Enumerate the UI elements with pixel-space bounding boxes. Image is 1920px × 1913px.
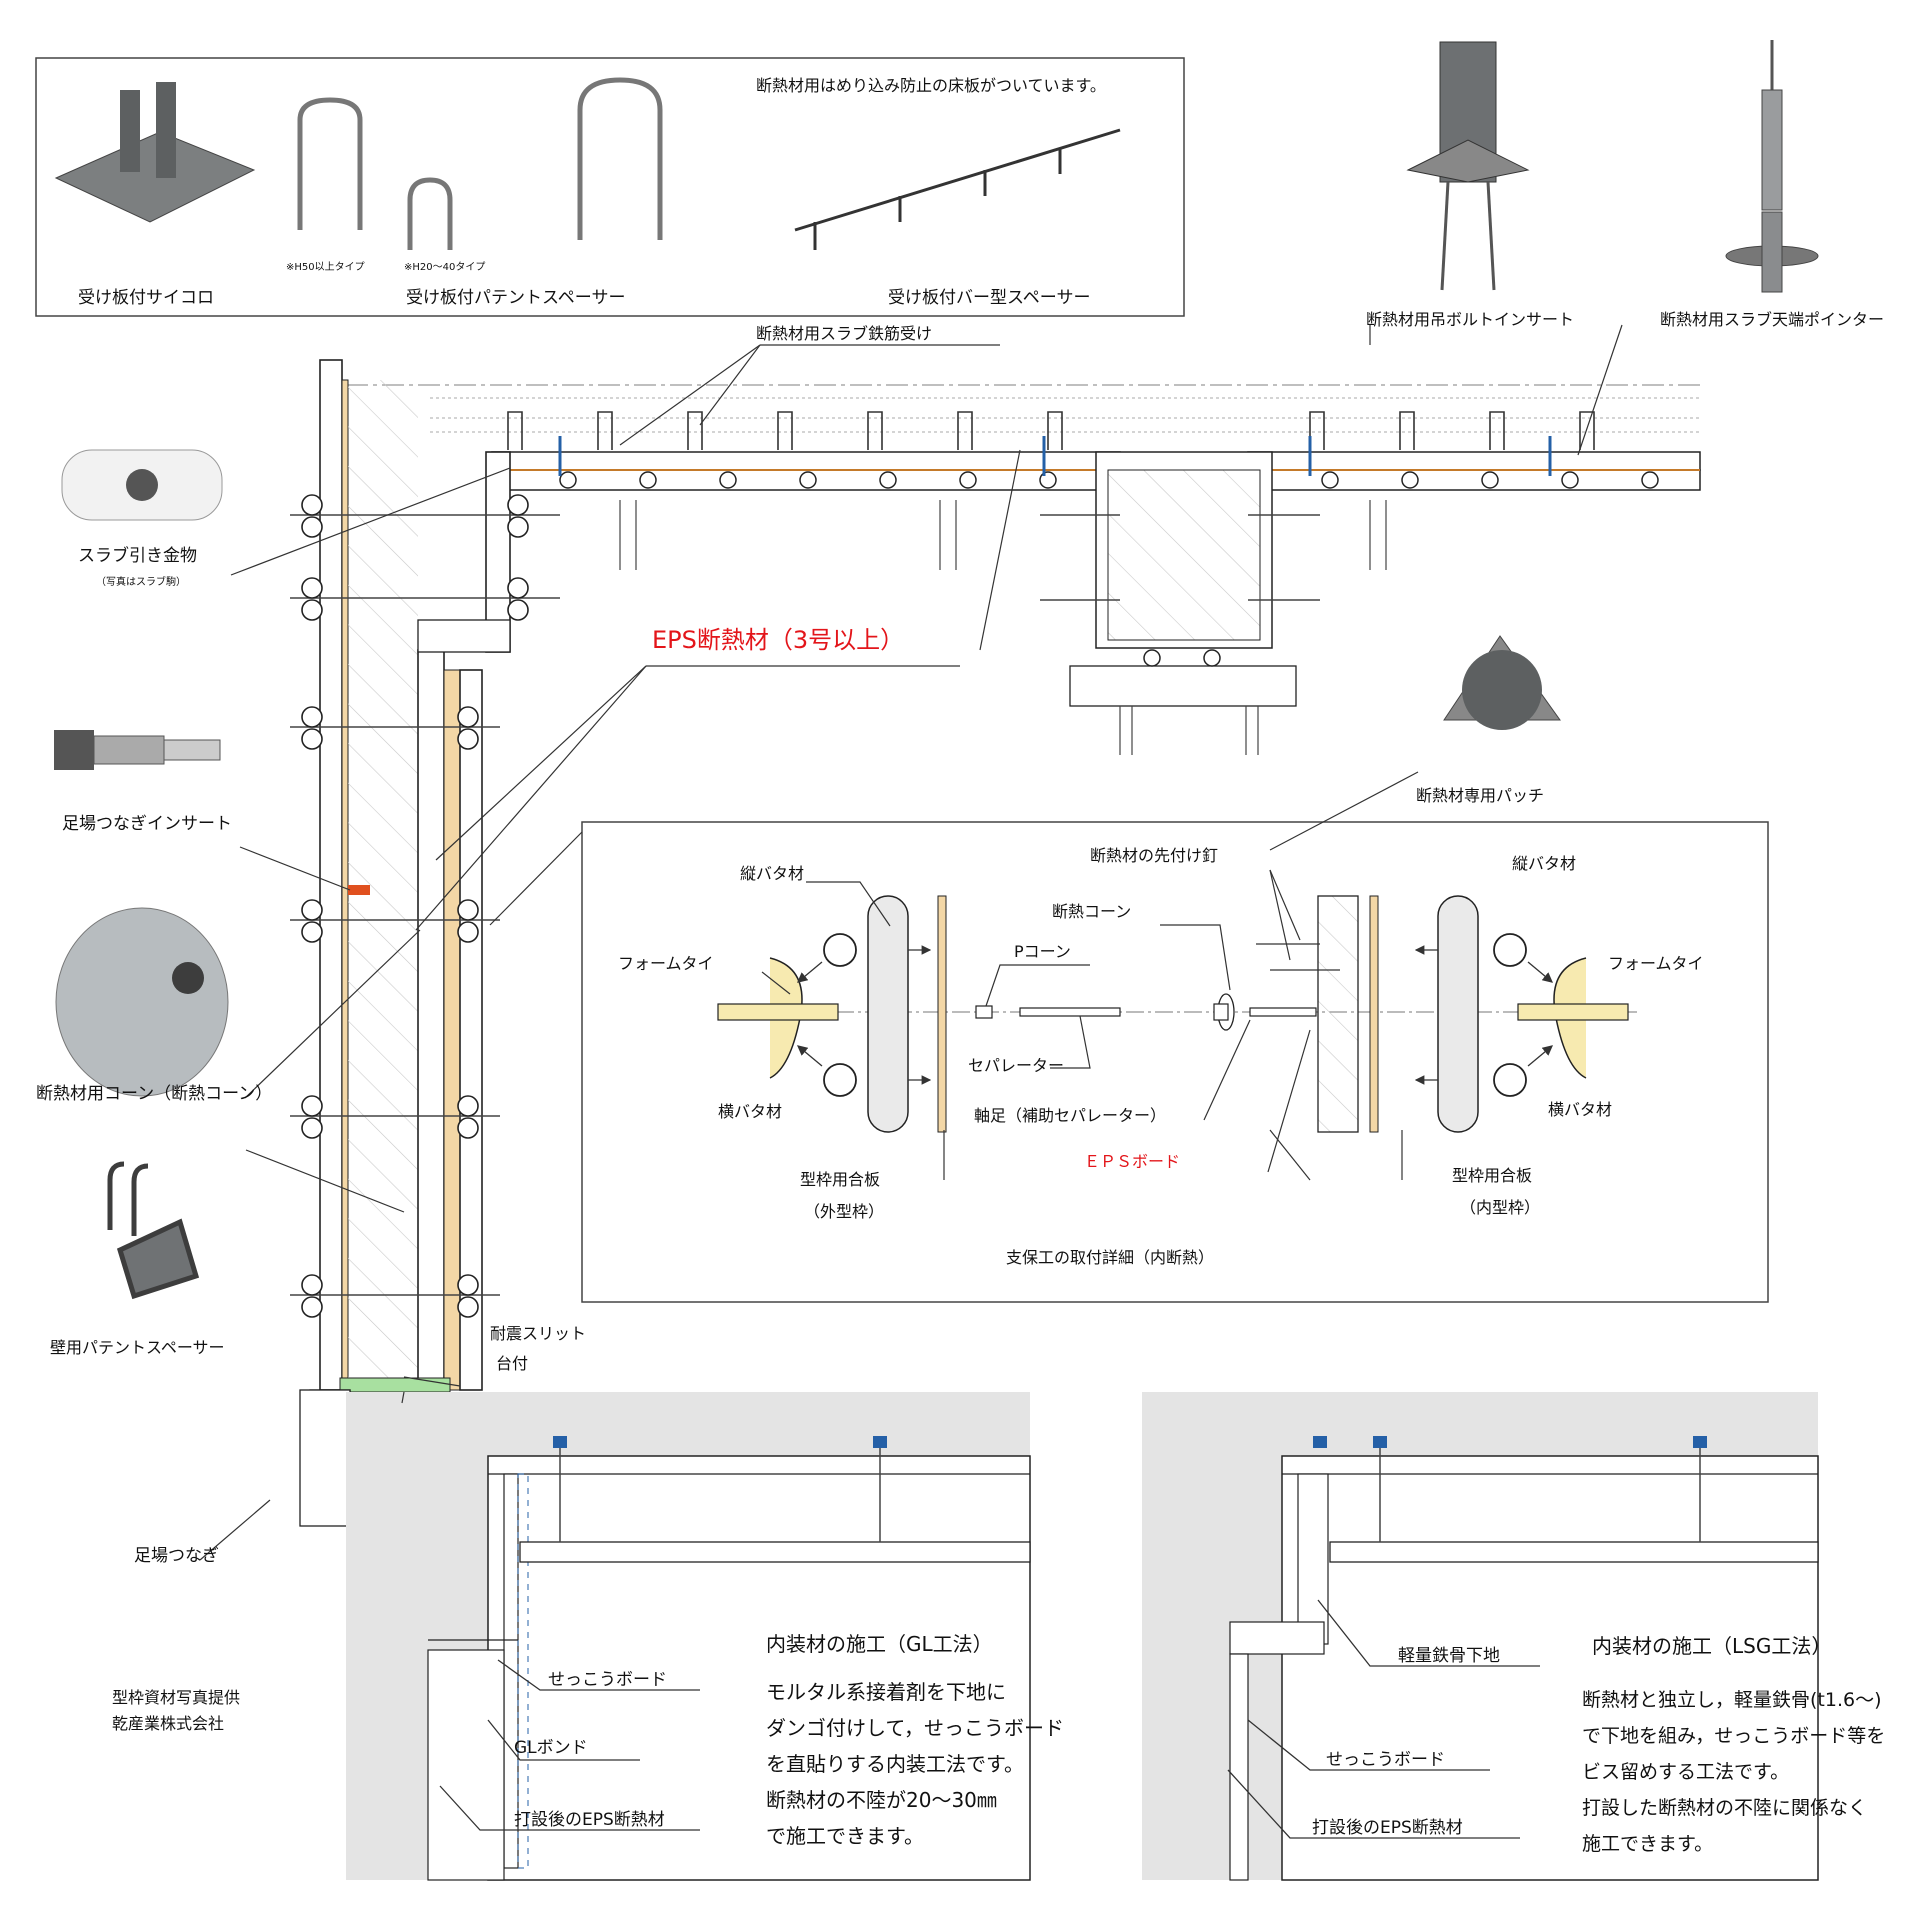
photo-dannetsu-cone-label: 断熱材用コーン（断熱コーン） xyxy=(36,1084,273,1104)
photo-patch-label: 断熱材専用パッチ xyxy=(1416,786,1545,805)
gl-line-1: モルタル系接着剤を下地に xyxy=(766,1680,1006,1704)
wall-section xyxy=(290,359,1164,1527)
photo-bar-spacer-label: 受け板付バー型スペーサー xyxy=(888,288,1091,308)
lsg-eps-after-label: 打設後のEPS断熱材 xyxy=(1312,1818,1463,1838)
saikoro-icon xyxy=(54,82,256,223)
detail-tate-l: 縦バタ材 xyxy=(740,864,805,883)
lsg-section xyxy=(1142,1392,1819,1881)
slab-hikikanamono-icon xyxy=(61,449,223,521)
lsg-title: 内装材の施工（LSG工法） xyxy=(1592,1634,1832,1658)
lsg-steel-label: 軽量鉄骨下地 xyxy=(1398,1646,1500,1666)
detail-plywood-r: 型枠用合板 xyxy=(1452,1166,1533,1185)
bar-spacer-icon xyxy=(794,128,1121,250)
patch-icon xyxy=(1443,635,1561,730)
lsg-line-3: ビス留めする工法です。 xyxy=(1582,1761,1790,1783)
detail-plywood-r-sub: （内型枠） xyxy=(1460,1198,1541,1217)
detail-jikuashi: 軸足（補助セパレーター） xyxy=(974,1106,1167,1125)
photo-slab-hikikanamono-label: スラブ引き金物 xyxy=(78,546,197,566)
detail-eps-board: ＥＰＳボード xyxy=(1084,1152,1181,1171)
detail-plywood-l: 型枠用合板 xyxy=(800,1170,881,1189)
detail-p-cone: Pコーン xyxy=(1014,942,1071,961)
photo-h20-note: ※H20～40タイプ xyxy=(404,262,486,273)
lsg-line-1: 断熱材と独立し，軽量鉄骨(t1.6～) xyxy=(1582,1689,1882,1711)
ashiba-tsunagi-label: 足場つなぎ xyxy=(134,1546,219,1566)
lsg-line-4: 打設した断熱材の不陸に関係なく xyxy=(1582,1797,1868,1819)
gl-gypsum-label: せっこうボード xyxy=(548,1670,667,1690)
ashiba-insert-icon xyxy=(54,730,221,770)
lsg-description: 断熱材と独立し，軽量鉄骨(t1.6～) で下地を組み，せっこうボード等を ビス留… xyxy=(1582,1682,1885,1862)
gl-eps-after-label: 打設後のEPS断熱材 xyxy=(514,1810,665,1830)
eps-label: EPS断熱材（3号以上） xyxy=(652,626,905,654)
top-photo-frame xyxy=(35,57,1185,317)
bolt-insert-icon xyxy=(1406,41,1530,291)
detail-separator: セパレーター xyxy=(968,1056,1065,1075)
gl-line-4: 断熱材の不陸が20～30㎜ xyxy=(766,1788,997,1812)
slab-rebar-label: 断熱材用スラブ鉄筋受け xyxy=(756,324,933,343)
daitsuke-label: 台付 xyxy=(496,1354,529,1373)
credit-line-2: 乾産業株式会社 xyxy=(112,1714,225,1733)
slab-pointer-icon xyxy=(1725,40,1819,293)
lsg-gypsum-label: せっこうボード xyxy=(1326,1750,1445,1770)
photo-slab-pointer-label: 断熱材用スラブ天端ポインター xyxy=(1660,310,1885,329)
gl-section xyxy=(346,1392,1031,1881)
taishin-slit-label: 耐震スリット xyxy=(490,1324,587,1343)
detail-sakitsuke-kugi: 断熱材の先付け釘 xyxy=(1090,846,1219,865)
gl-title: 内装材の施工（GL工法） xyxy=(766,1632,993,1656)
detail-formtie-r: フォームタイ xyxy=(1608,954,1704,973)
gl-bond-label: GLボンド xyxy=(514,1738,588,1758)
gl-line-3: を直貼りする内装工法です。 xyxy=(766,1752,1024,1776)
photo-wall-spacer-label: 壁用パテントスペーサー xyxy=(50,1338,225,1357)
detail-caption: 支保工の取付詳細（内断熱） xyxy=(1006,1248,1215,1267)
detail-yoko-r: 横バタ材 xyxy=(1548,1100,1613,1119)
gl-line-5: で施工できます。 xyxy=(766,1824,924,1848)
photo-saikoro-label: 受け板付サイコロ xyxy=(78,288,214,308)
detail-drawing xyxy=(717,869,1640,1181)
leader-lines xyxy=(199,324,1623,1561)
detail-formtie-l: フォームタイ xyxy=(618,954,714,973)
photo-ashiba-insert-label: 足場つなぎインサート xyxy=(62,814,232,834)
detail-tate-r: 縦バタ材 xyxy=(1512,854,1577,873)
lsg-line-2: で下地を組み，せっこうボード等を xyxy=(1582,1725,1886,1747)
gl-line-2: ダンゴ付けして，せっこうボード xyxy=(766,1716,1064,1740)
photo-bolt-insert-label: 断熱材用吊ボルトインサート xyxy=(1366,310,1575,329)
detail-yoko-l: 横バタ材 xyxy=(718,1102,783,1121)
detail-plywood-l-sub: （外型枠） xyxy=(804,1202,885,1221)
wall-spacer-icon xyxy=(107,1161,200,1300)
patent-spacer-icon xyxy=(297,77,663,250)
photo-h50-note: ※H50以上タイプ xyxy=(286,262,365,273)
gl-description: モルタル系接着剤を下地に ダンゴ付けして，せっこうボード を直貼りする内装工法で… xyxy=(766,1674,1064,1854)
photo-bar-note: 断熱材用はめり込み防止の床板がついています。 xyxy=(756,76,1106,95)
slab-section xyxy=(346,384,1701,755)
photo-patent-spacer-label: 受け板付パテントスペーサー xyxy=(406,288,626,308)
detail-frame xyxy=(581,821,1769,1303)
detail-dannetsu-cone: 断熱コーン xyxy=(1052,902,1132,921)
credit-line-1: 型枠資材写真提供 xyxy=(112,1688,241,1707)
lsg-line-5: 施工できます。 xyxy=(1582,1833,1714,1855)
dannetsu-cone-icon xyxy=(55,907,229,1097)
photo-slab-note: （写真はスラブ駒） xyxy=(96,577,186,588)
